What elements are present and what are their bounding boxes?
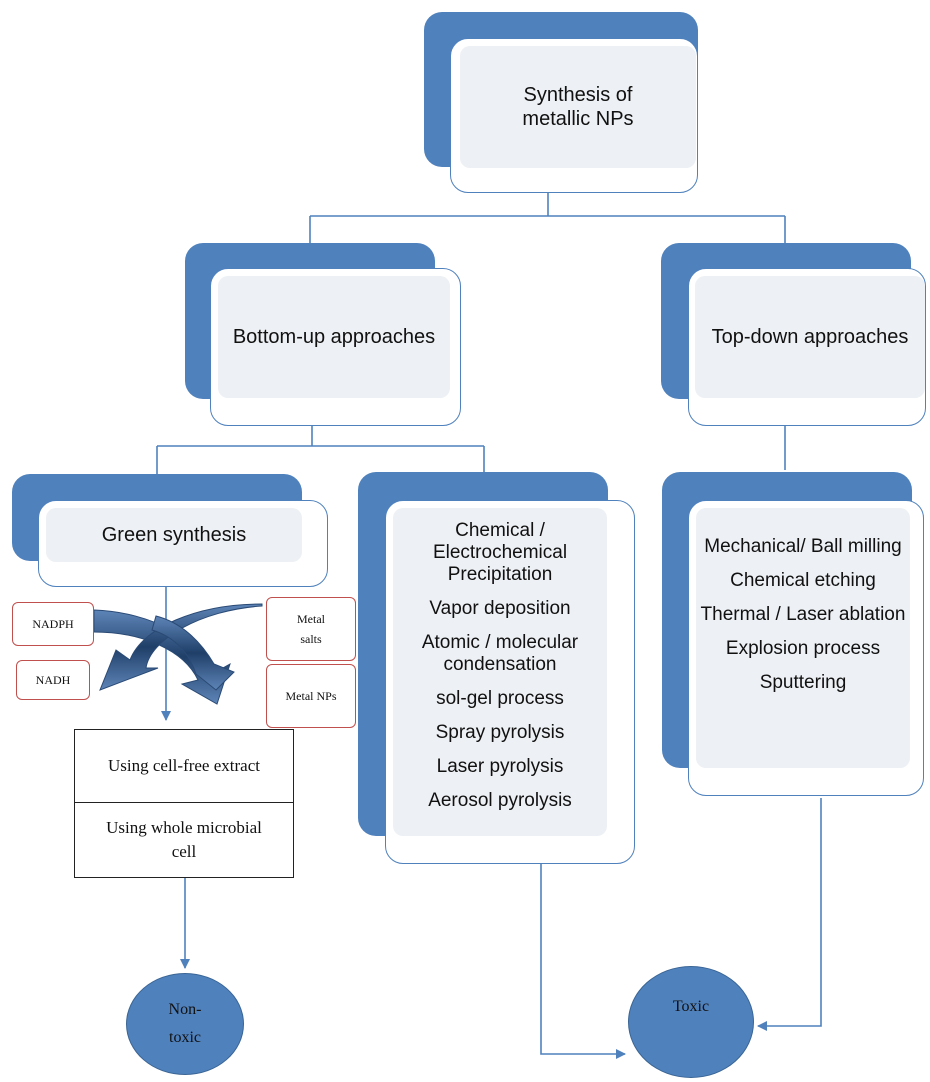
non-toxic-oval: Non-toxic	[126, 973, 244, 1075]
chemical-method-item: Laser pyrolysis	[436, 756, 564, 777]
physical-to-toxic-arrow	[757, 798, 822, 1031]
bottom-up-label: Bottom-up approaches	[218, 276, 450, 398]
metal-nps-box: Metal NPs	[266, 664, 356, 728]
physical-method-item: Mechanical/ Ball milling	[704, 536, 902, 557]
root-node-label: Synthesis of metallic NPs	[460, 46, 696, 168]
physical-method-item: Explosion process	[725, 638, 881, 659]
chemical-method-item: Atomic / molecular condensation	[421, 632, 579, 675]
chemical-method-item: sol-gel process	[436, 688, 564, 709]
cell-free-extract-box: Using cell-free extract	[74, 729, 294, 803]
physical-method-item: Thermal / Laser ablation	[700, 604, 906, 625]
chemical-method-item: Aerosol pyrolysis	[428, 790, 572, 811]
chemical-methods-list: Chemical / Electrochemical Precipitation…	[393, 508, 607, 836]
nadh-box: NADH	[16, 660, 90, 700]
toxic-oval: Toxic	[628, 966, 754, 1078]
physical-method-item: Chemical etching	[730, 570, 876, 591]
top-down-label: Top-down approaches	[695, 276, 925, 398]
metal-salts-box: Metal salts	[266, 597, 356, 661]
chemical-to-toxic-arrow	[540, 864, 626, 1059]
chemical-method-item: Vapor deposition	[429, 598, 571, 619]
crossing-arrows	[93, 603, 263, 705]
nadph-box: NADPH	[12, 602, 94, 646]
whole-cell-box: Using whole microbial cell	[74, 802, 294, 878]
green-label: Green synthesis	[46, 508, 302, 562]
physical-method-item: Sputtering	[759, 672, 847, 693]
chemical-method-item: Spray pyrolysis	[435, 722, 565, 743]
chemical-method-item: Chemical / Electrochemical Precipitation	[432, 520, 568, 585]
